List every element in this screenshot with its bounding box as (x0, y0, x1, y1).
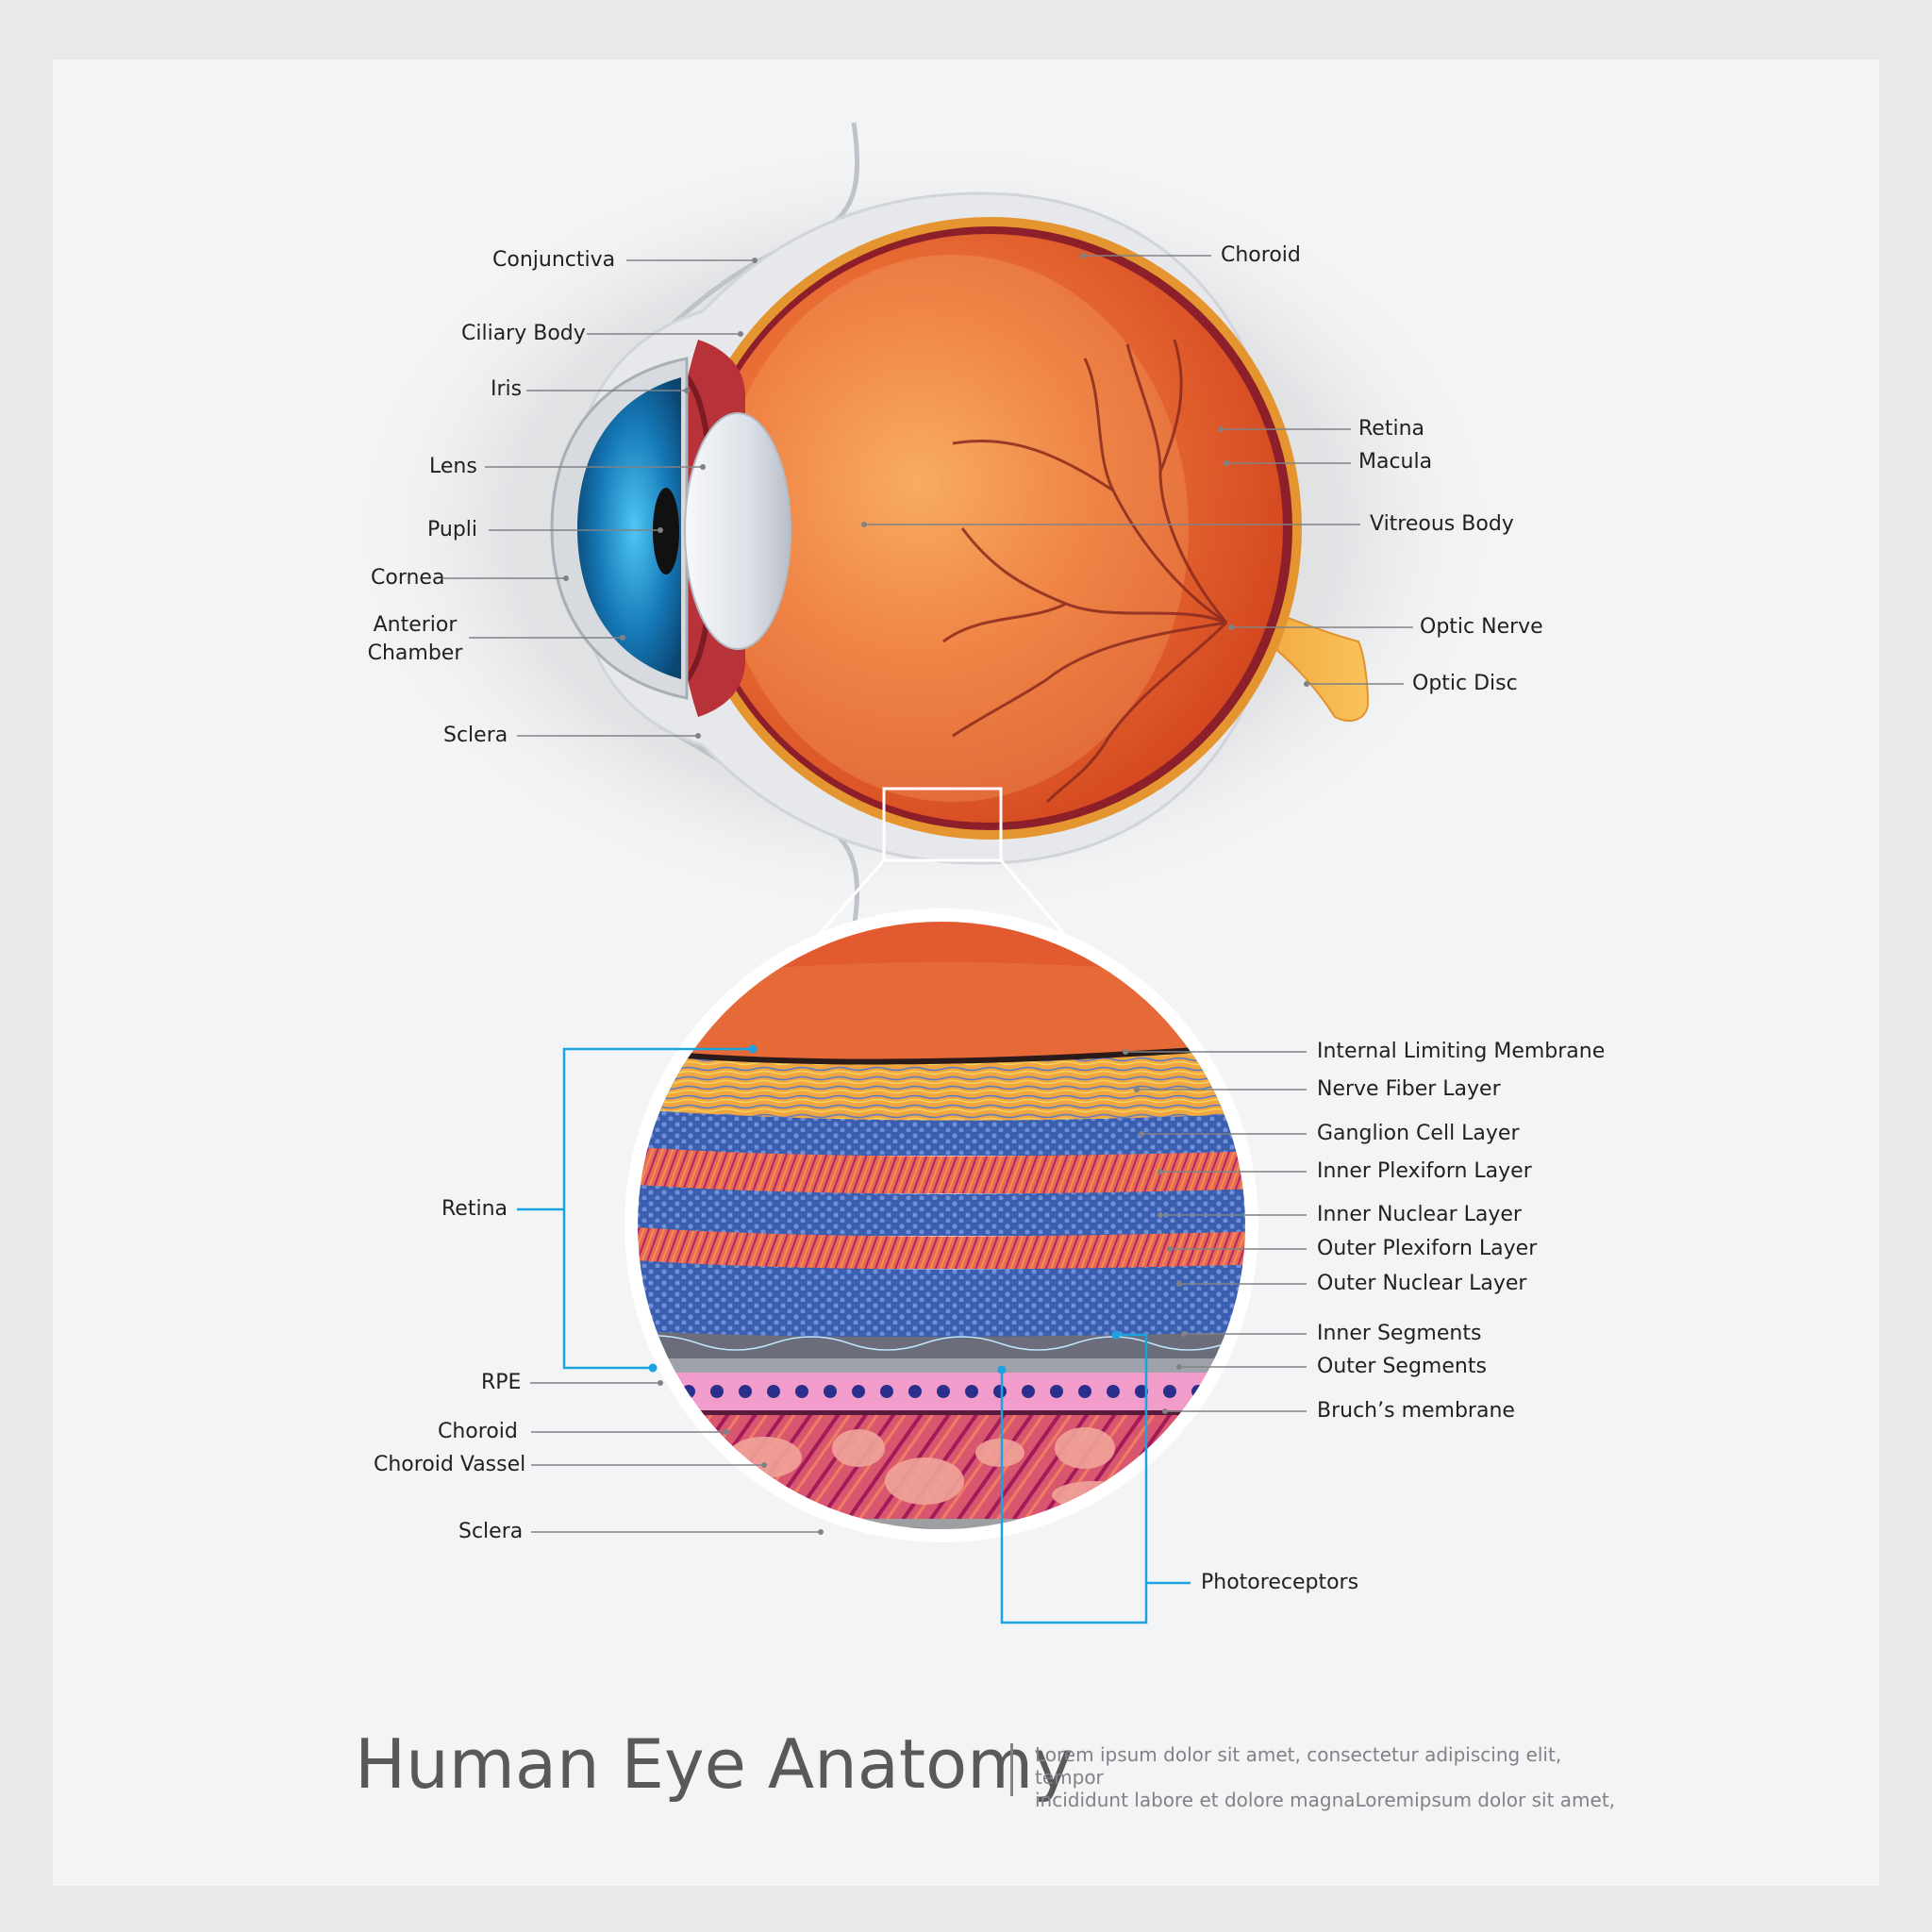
label-retina: Retina (1358, 417, 1424, 441)
photo-dot-b (1111, 1330, 1121, 1340)
label-outer-segments: Outer Segments (1317, 1355, 1487, 1378)
pupil-shape (653, 488, 679, 575)
label-anterior-line2: Chamber (367, 641, 463, 665)
retina-leader-dots (658, 1049, 1187, 1535)
label-inner-plexiform-layer: Inner Plexiforn Layer (1317, 1159, 1532, 1183)
label-inner-segments: Inner Segments (1317, 1322, 1482, 1345)
retina-leader-lines (530, 1051, 1307, 1533)
title-separator (1010, 1743, 1013, 1796)
page-title: Human Eye Anatomy (355, 1724, 1074, 1804)
retina-cross-section (638, 922, 1245, 1529)
label-nerve-fiber-layer: Nerve Fiber Layer (1317, 1077, 1501, 1101)
label-vitreous-body: Vitreous Body (1370, 512, 1514, 536)
label-ganglion-cell-layer: Ganglion Cell Layer (1317, 1122, 1520, 1145)
label-outer-nuclear-layer: Outer Nuclear Layer (1317, 1272, 1527, 1295)
vitreous-body-shape (694, 234, 1283, 823)
label-outer-plexiform-layer: Outer Plexiforn Layer (1317, 1237, 1538, 1260)
description-line2: incididunt labore et dolore magnaLoremip… (1035, 1789, 1616, 1811)
label-choroid-vessel: Choroid Vassel (374, 1453, 526, 1476)
bracket-dot-top (748, 1044, 758, 1054)
label-cornea: Cornea (371, 566, 445, 590)
label-lens: Lens (429, 455, 477, 478)
bracket-dot-bottom (648, 1363, 658, 1373)
lens-shape (684, 412, 791, 650)
label-optic-disc: Optic Disc (1412, 672, 1518, 695)
retina-bracket (517, 1047, 753, 1370)
description: Lorem ipsum dolor sit amet, consectetur … (1035, 1743, 1620, 1811)
label-macula: Macula (1358, 450, 1433, 474)
label-photoreceptors: Photoreceptors (1201, 1571, 1359, 1594)
zoom-box (882, 787, 1003, 862)
eye-leader-lines (443, 255, 1413, 737)
label-inner-nuclear-layer: Inner Nuclear Layer (1317, 1203, 1522, 1226)
label-retina-section: Retina (441, 1197, 508, 1221)
label-rpe: RPE (481, 1371, 522, 1394)
label-ciliary-body: Ciliary Body (461, 322, 586, 345)
label-iris: Iris (491, 377, 523, 401)
label-choroid-section: Choroid (438, 1420, 518, 1443)
eye-leader-dots (563, 253, 1309, 739)
label-anterior-line1: Anterior (373, 613, 458, 637)
label-choroid: Choroid (1221, 243, 1301, 267)
label-bruchs-membrane: Bruch’s membrane (1317, 1399, 1515, 1423)
iris-color-shape (577, 377, 681, 679)
label-anterior-chamber: Anterior Chamber (358, 611, 472, 668)
label-sclera-section: Sclera (458, 1520, 524, 1543)
label-internal-limiting-membrane: Internal Limiting Membrane (1317, 1040, 1606, 1063)
photo-dot-a (997, 1365, 1007, 1374)
description-line1: Lorem ipsum dolor sit amet, consectetur … (1035, 1743, 1562, 1789)
retinal-vessels (942, 339, 1228, 804)
label-conjunctiva: Conjunctiva (492, 248, 616, 272)
label-sclera: Sclera (443, 724, 508, 747)
photoreceptors-bracket (1000, 1333, 1191, 1624)
label-optic-nerve: Optic Nerve (1420, 615, 1543, 639)
label-pupil: Pupli (427, 518, 478, 541)
